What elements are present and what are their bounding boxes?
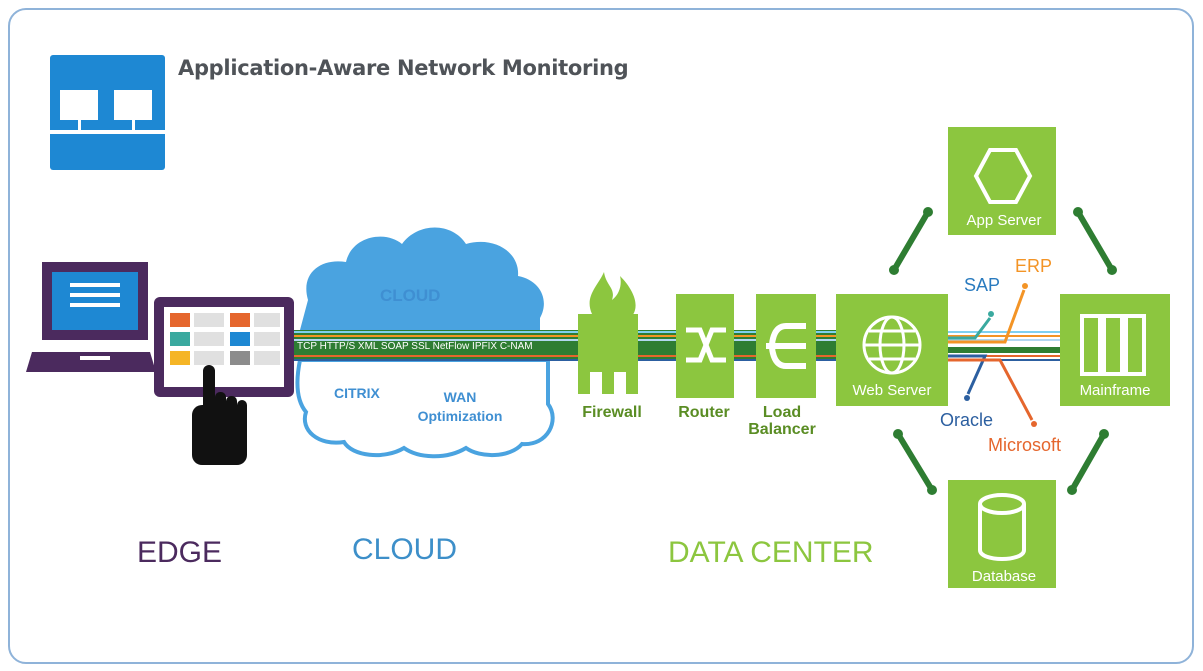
load-balancer-icon: [756, 294, 816, 398]
erp-label: ERP: [1015, 256, 1053, 276]
zone-edge: EDGE: [137, 536, 223, 569]
load-balancer-label: Load Balancer: [748, 404, 816, 438]
sap-label: SAP: [964, 275, 1001, 295]
router-icon: [676, 294, 734, 398]
protocol-list: TCP HTTP/S XML SOAP SSL NetFlow IPFIX C-…: [297, 341, 533, 352]
database-label: Database: [971, 568, 1037, 585]
firewall-label: Firewall: [582, 404, 642, 421]
web-server-label: Web Server: [852, 382, 932, 399]
mainframe-box: [1060, 294, 1170, 406]
hand-pointer-icon: [192, 365, 247, 465]
tablet-icon: [154, 297, 294, 397]
firewall-flame-icon: [578, 272, 638, 394]
mainframe-label: Mainframe: [1079, 382, 1151, 399]
citrix-label: CITRIX: [334, 385, 380, 401]
app-server-label: App Server: [966, 212, 1042, 229]
database-box: [948, 480, 1056, 588]
microsoft-label: Microsoft: [988, 435, 1062, 455]
hexagon-icon: [973, 148, 1033, 204]
cloud-icon: [295, 227, 555, 459]
page-title: Application-Aware Network Monitoring: [178, 56, 629, 80]
database-cylinder-icon: [978, 493, 1026, 561]
wan-label: WAN Optimization: [417, 389, 503, 424]
oracle-label: Oracle: [940, 410, 994, 430]
app-branches: [948, 283, 1037, 427]
laptop-icon: [26, 262, 156, 372]
mainframe-icon: [1080, 314, 1146, 376]
app-server-box: [948, 127, 1056, 235]
zone-data-center: DATA CENTER: [668, 536, 874, 569]
connector-lines: [891, 209, 1115, 493]
monitor-logo-icon: [50, 55, 165, 170]
globe-icon: [862, 315, 922, 375]
cloud-title: CLOUD: [380, 286, 441, 305]
zone-cloud: CLOUD: [352, 533, 458, 566]
router-label: Router: [678, 404, 730, 421]
web-server-box: [836, 294, 948, 406]
